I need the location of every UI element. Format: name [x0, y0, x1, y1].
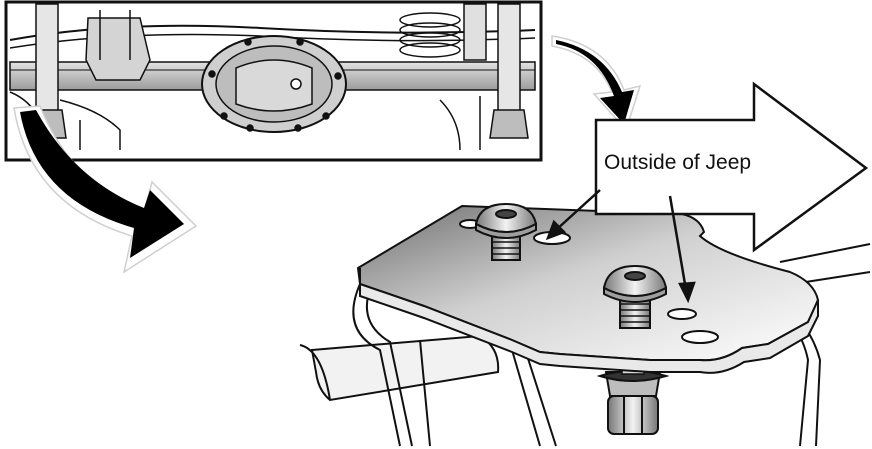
right-curved-arrow [551, 35, 642, 132]
axle-tube-detail [310, 334, 500, 402]
coil-spring [399, 12, 461, 58]
outside-direction-arrow [594, 81, 869, 253]
bolt-1 [474, 202, 538, 261]
left-curved-arrow [13, 105, 198, 274]
bolt-2 [602, 264, 668, 329]
mounting-plate [356, 204, 820, 362]
detail-view [299, 202, 871, 447]
lower-nut [596, 370, 670, 435]
inset-drawing [9, 3, 536, 151]
leader-lines [545, 189, 696, 304]
plate-hole-3 [667, 308, 697, 320]
plate-hole-4 [681, 330, 719, 344]
axle-inset [4, 0, 543, 162]
callout-label: Outside of Jeep [604, 151, 752, 174]
